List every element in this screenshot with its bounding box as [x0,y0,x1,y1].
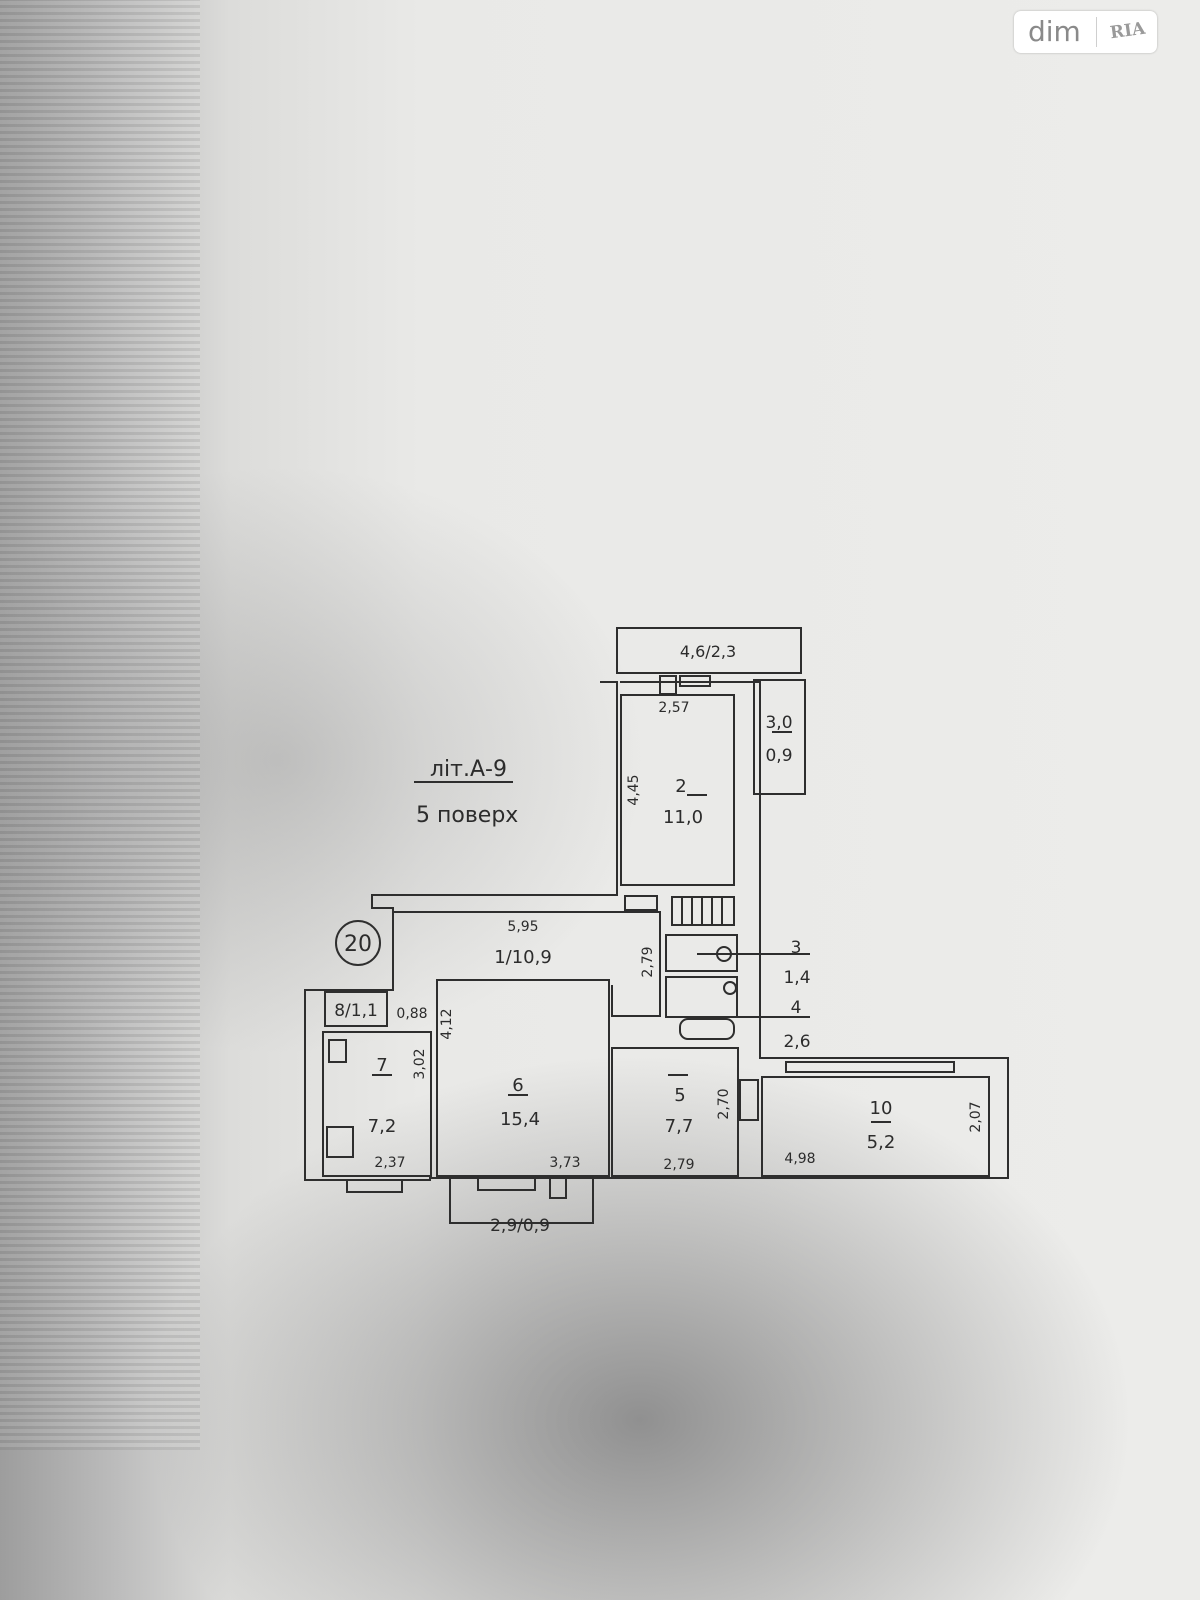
room-2-number: 2 [675,776,686,797]
room-10-number: 10 [870,1098,893,1119]
apartment-number: 20 [344,932,372,957]
room-2-outline [620,694,735,886]
room-5-outline [611,1047,739,1177]
balcony-top-label: 4,6/2,3 [680,642,736,661]
room-7-number: 7 [376,1055,387,1076]
balcony-top [616,627,802,674]
room-3-area: 1,4 [783,968,810,988]
room-2-dim-height: 4,45 [626,774,642,805]
room-5-number: 5 [674,1085,685,1106]
balcony-small [753,679,806,795]
room-10-area: 5,2 [867,1132,896,1153]
bathtub-icon [679,1018,735,1040]
room-7-dim-width: 2,37 [374,1155,405,1171]
apartment-marker [335,920,381,966]
room-4-area: 2,6 [783,1032,810,1052]
room-8-label: 8/1,1 [334,1001,378,1021]
room-1-dim-height: 2,79 [640,946,656,977]
room-5-area: 7,7 [665,1116,694,1137]
outer-wall [304,681,1009,1181]
room-1-outline [393,911,661,1017]
window [659,675,677,695]
window [624,895,658,911]
room-3-number: 3 [791,938,802,958]
balcony-bottom-label: 2,9/0,9 [490,1216,550,1236]
window [346,1179,403,1193]
balcony-small-label: 3,0 [765,713,792,733]
plan-title: літ.А-9 [430,757,507,782]
room-5-dim-height: 2,70 [716,1088,732,1119]
room-2-area: 11,0 [663,807,703,828]
loggia-window [785,1061,955,1073]
room-4-number: 4 [791,998,802,1018]
room-1-label: 1/10,9 [494,947,552,968]
room-6-number: 6 [512,1075,523,1096]
window [477,1177,536,1191]
room-8-dim: 0,88 [396,1006,427,1022]
stairs [671,896,735,926]
room-6-dim-width: 3,73 [549,1155,580,1171]
window [549,1177,567,1199]
room-1-dim-width: 5,95 [507,919,538,935]
room-2-dim-width: 2,57 [658,700,689,716]
logo-divider [1096,17,1097,47]
stove-icon [326,1126,354,1158]
plan-floor: 5 поверх [416,803,518,828]
watermark-logo: dim RIA [1014,11,1157,53]
room-6-outline [436,979,610,1177]
room-6-area: 15,4 [500,1109,540,1130]
room-5-dim-width: 2,79 [663,1157,694,1173]
room-10-outline [761,1076,990,1177]
room-10-dim-height: 2,07 [968,1101,984,1132]
sink-icon [723,981,737,995]
room-7-area: 7,2 [368,1116,397,1137]
balcony-small-sub: 0,9 [765,746,792,766]
stove-icon [328,1039,347,1063]
window [739,1079,759,1121]
room-8-outline [324,991,388,1027]
room-7-outline [322,1031,432,1177]
logo-brand: dim [1028,15,1081,48]
room-6-dim-height: 4,12 [439,1008,455,1039]
scan-noise [0,0,200,1450]
room-10-dim-width: 4,98 [784,1151,815,1167]
window [679,675,711,687]
room-7-dim-height: 3,02 [412,1048,428,1079]
